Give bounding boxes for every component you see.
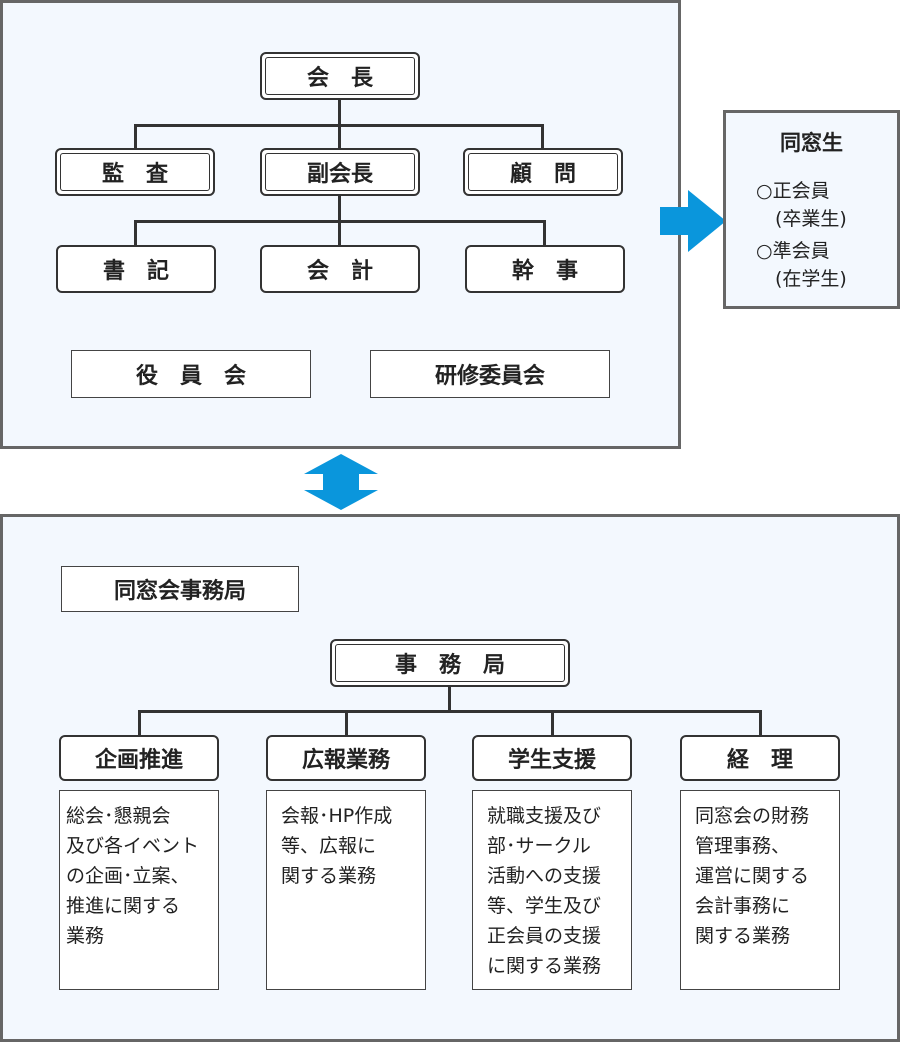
associate-member-item: ○準会員 (在学生) xyxy=(756,240,847,290)
office-label-box: 同窓会事務局 xyxy=(61,566,299,612)
president-label: 会 長 xyxy=(265,57,415,95)
vice-president-label: 副会長 xyxy=(265,153,415,191)
connector xyxy=(134,220,546,223)
auditor-box: 監 査 xyxy=(55,148,215,196)
connector xyxy=(134,220,137,246)
dept-pr-desc: 会報･HP作成 等、広報に 関する業務 xyxy=(266,790,426,990)
president-box: 会 長 xyxy=(260,52,420,100)
advisor-label: 顧 問 xyxy=(468,153,618,191)
advisor-box: 顧 問 xyxy=(463,148,623,196)
dept-planning-box: 企画推進 xyxy=(59,735,219,781)
connector xyxy=(134,124,137,150)
connector xyxy=(541,124,544,150)
alumni-box: 同窓生 ○正会員 (卒業生) ○準会員 (在学生) xyxy=(723,110,900,309)
connector xyxy=(345,710,348,736)
dept-accounting-box: 経 理 xyxy=(680,735,840,781)
vice-president-box: 副会長 xyxy=(260,148,420,196)
dept-pr-box: 広報業務 xyxy=(266,735,426,781)
connector xyxy=(543,220,546,246)
secretary-general-box: 幹 事 xyxy=(465,245,625,293)
secretariat-box: 事 務 局 xyxy=(330,639,570,687)
dept-planning-desc: 総会･懇親会 及び各イベント の企画･立案、 推進に関する 業務 xyxy=(59,790,219,990)
right-arrow-icon xyxy=(660,190,726,252)
connector xyxy=(551,710,554,736)
auditor-label: 監 査 xyxy=(60,153,210,191)
connector xyxy=(134,124,544,127)
alumni-title: 同窓生 xyxy=(780,131,843,155)
connector xyxy=(138,710,141,736)
training-committee-box: 研修委員会 xyxy=(370,350,610,398)
secretary-box: 書 記 xyxy=(56,245,216,293)
connector xyxy=(759,710,762,736)
bidirectional-arrow-icon xyxy=(304,454,378,510)
dept-student-support-desc: 就職支援及び 部･サークル 活動への支援 等、学生及び 正会員の支援 に関する業… xyxy=(472,790,632,990)
dept-student-support-box: 学生支援 xyxy=(472,735,632,781)
connector xyxy=(138,710,762,713)
treasurer-box: 会 計 xyxy=(260,245,420,293)
secretariat-label: 事 務 局 xyxy=(335,644,565,682)
board-box: 役 員 会 xyxy=(71,350,311,398)
regular-member-item: ○正会員 (卒業生) xyxy=(756,180,847,230)
dept-accounting-desc: 同窓会の財務 管理事務、 運営に関する 会計事務に 関する業務 xyxy=(680,790,840,990)
connector xyxy=(448,685,451,711)
